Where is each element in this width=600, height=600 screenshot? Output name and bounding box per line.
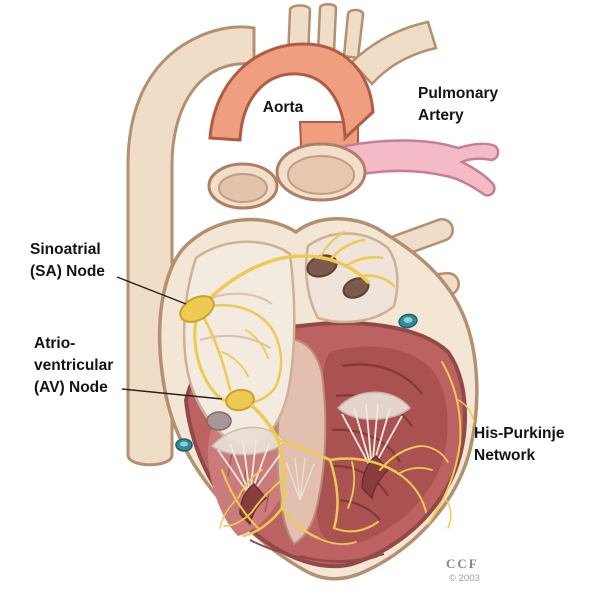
- bundle-of-his: [250, 404, 280, 442]
- mitral-valve-assembly: [285, 391, 412, 501]
- svg-text:Sinoatrial: Sinoatrial: [30, 241, 101, 258]
- his-purkinje-network: [219, 361, 475, 545]
- svg-text:ventricular: ventricular: [34, 357, 113, 374]
- svg-text:Artery: Artery: [418, 107, 464, 124]
- papillary-muscle: [361, 454, 390, 500]
- aorta-arch: [208, 42, 375, 142]
- label-atrioventricular-node: Atrio- ventricular (AV) Node: [34, 335, 113, 396]
- cut-coronary-vessel: [175, 438, 193, 452]
- watermark: CCF © 2003: [446, 556, 480, 584]
- sa-node: [179, 295, 215, 323]
- av-node: [225, 388, 255, 412]
- cut-coronary-vessel: [398, 313, 418, 329]
- svg-text:Network: Network: [474, 447, 536, 464]
- svg-text:(AV) Node: (AV) Node: [34, 379, 108, 396]
- label-pulmonary-artery: Pulmonary Artery: [418, 85, 498, 124]
- aorta-stump: [275, 142, 367, 202]
- label-aorta: Aorta: [263, 99, 304, 116]
- apex-texture: [249, 539, 385, 563]
- watermark-year: © 2003: [449, 573, 480, 584]
- label-his-purkinje-network: His-Purkinje Network: [474, 425, 565, 464]
- svg-text:Atrio-: Atrio-: [34, 335, 75, 352]
- svg-text:(SA) Node: (SA) Node: [30, 263, 105, 280]
- svg-text:His-Purkinje: His-Purkinje: [474, 425, 565, 442]
- label-sinoatrial-node: Sinoatrial (SA) Node: [30, 241, 105, 280]
- svg-text:Pulmonary: Pulmonary: [418, 85, 498, 102]
- pointer-line-av-node: [121, 388, 223, 400]
- coronary-sinus-opening: [206, 411, 232, 431]
- atrial-conduction-fibers: [193, 231, 396, 406]
- watermark-credit: CCF: [446, 556, 479, 571]
- pointer-line-sa-node: [116, 276, 187, 305]
- aortic-arch-branches: [286, 3, 438, 86]
- chordae-tendineae: [285, 457, 315, 501]
- pulmonary-artery: [334, 139, 500, 197]
- pulmonary-trunk-stump: [207, 162, 279, 210]
